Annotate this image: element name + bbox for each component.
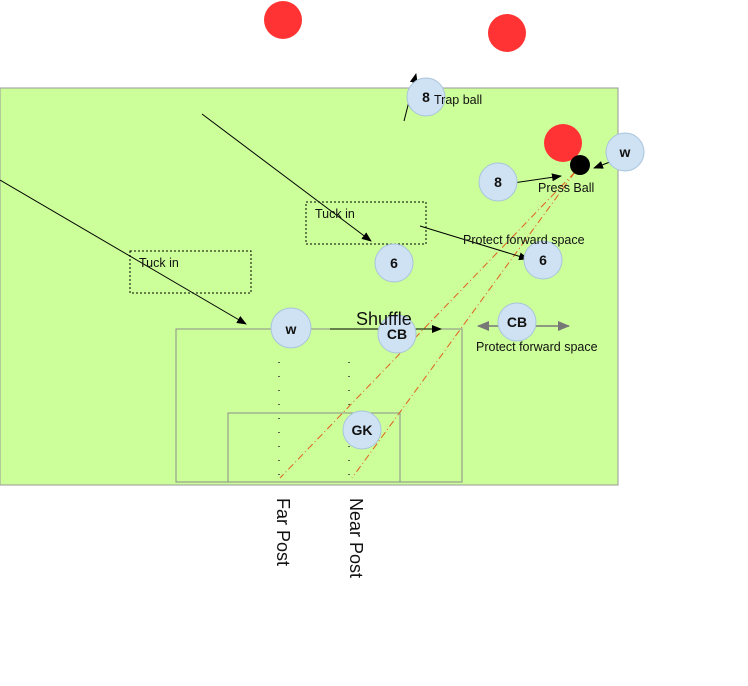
far-post-label: Far Post bbox=[273, 498, 293, 566]
player-label: 8 bbox=[422, 89, 430, 105]
player-six-right: 6 bbox=[523, 240, 563, 280]
w-left-run-arrow bbox=[0, 179, 247, 325]
player-cb-right: CB bbox=[497, 302, 537, 342]
player-w-left: w bbox=[270, 307, 312, 349]
six-center-run-arrow bbox=[201, 113, 372, 242]
far-post-angle-line bbox=[279, 171, 576, 479]
player-label: 6 bbox=[390, 255, 398, 271]
player-label: CB bbox=[507, 314, 527, 330]
player-label: w bbox=[619, 144, 631, 160]
player-w-right: w bbox=[605, 132, 645, 172]
player-label: w bbox=[285, 321, 297, 337]
protect-forward-space-upper: Protect forward space bbox=[463, 233, 585, 247]
player-eight-top: 8 bbox=[406, 77, 446, 117]
press-ball-label: Press Ball bbox=[538, 181, 594, 195]
opponent-ball-carrier bbox=[544, 124, 582, 162]
ball bbox=[570, 155, 590, 175]
trap-ball-label: Trap ball bbox=[434, 93, 482, 107]
six-yard-box bbox=[227, 412, 401, 483]
player-gk: GK bbox=[342, 410, 382, 450]
tuck-in-box-left bbox=[129, 250, 252, 294]
player-cb-center: CB bbox=[377, 314, 417, 354]
tuck-in-label-left: Tuck in bbox=[139, 256, 179, 270]
pitch bbox=[0, 87, 619, 486]
six-right-run-arrow bbox=[419, 225, 529, 261]
player-label: 8 bbox=[494, 174, 502, 190]
shuffle-label: Shuffle bbox=[356, 309, 412, 329]
player-label: 6 bbox=[539, 252, 547, 268]
player-label: CB bbox=[387, 326, 407, 342]
near-post-label: Near Post bbox=[346, 498, 366, 578]
tuck-in-box-center bbox=[305, 201, 427, 245]
player-six-center: 6 bbox=[374, 243, 414, 283]
player-eight-mid: 8 bbox=[478, 162, 518, 202]
opponent-top-left bbox=[264, 1, 302, 39]
player-label: GK bbox=[352, 422, 373, 438]
protect-forward-space-lower: Protect forward space bbox=[476, 340, 598, 354]
opponent-top-right bbox=[488, 14, 526, 52]
tuck-in-label-center: Tuck in bbox=[315, 207, 355, 221]
